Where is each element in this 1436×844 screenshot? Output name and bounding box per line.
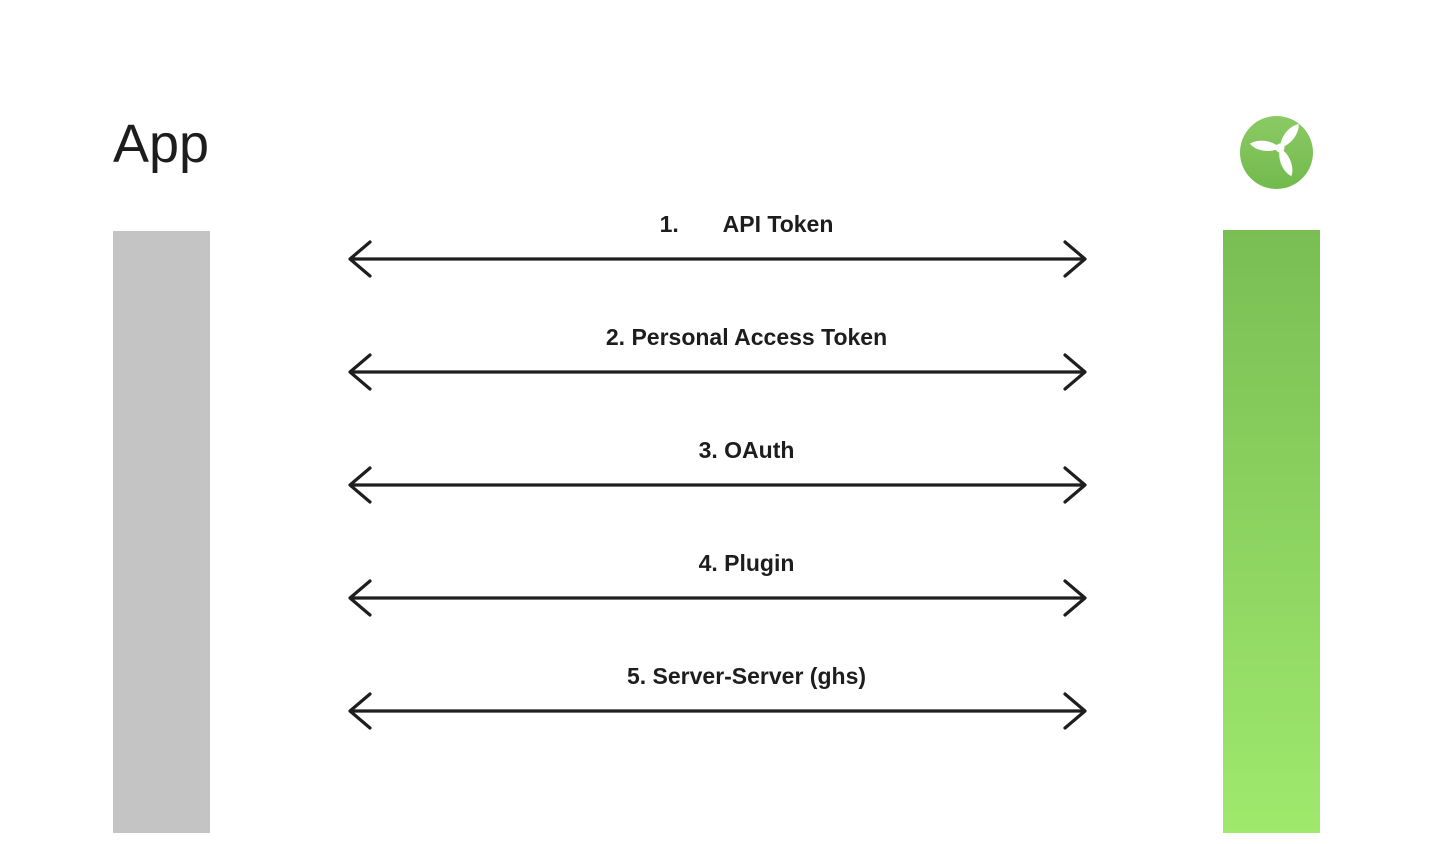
connection-row-api-token: 1. API Token (345, 211, 1090, 281)
connection-row-plugin: 4. Plugin (345, 550, 1090, 620)
double-arrow-icon (348, 240, 1087, 278)
connection-row-oauth: 3. OAuth (345, 437, 1090, 507)
double-arrow-icon (348, 353, 1087, 391)
double-arrow-icon (348, 692, 1087, 730)
connection-label: 5. Server-Server (ghs) (626, 663, 867, 689)
service-lifeline-bar (1223, 230, 1320, 833)
connection-label: 2. Personal Access Token (605, 324, 888, 350)
connection-row-personal-access-token: 2. Personal Access Token (345, 324, 1090, 394)
connection-row-server-server: 5. Server-Server (ghs) (345, 663, 1090, 733)
logo-circle (1240, 116, 1313, 189)
double-arrow-icon (348, 579, 1087, 617)
connection-label: 4. Plugin (698, 550, 795, 576)
propeller-blades (1249, 123, 1299, 177)
connection-label: 1. API Token (659, 211, 834, 237)
connection-label: 3. OAuth (698, 437, 795, 463)
app-title: App (113, 114, 210, 174)
app-lifeline-bar (113, 231, 210, 833)
double-arrow-icon (348, 466, 1087, 504)
turbine-logo-icon (1240, 116, 1313, 189)
